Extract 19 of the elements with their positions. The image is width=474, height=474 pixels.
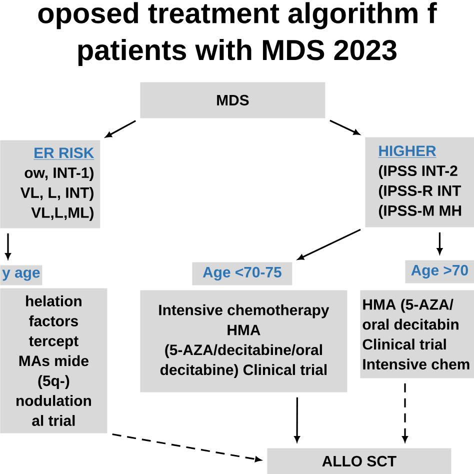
transplant-box: ALLO SCT xyxy=(267,448,452,474)
arrow xyxy=(294,397,300,442)
arrow xyxy=(106,120,136,138)
age-label: Age >70 xyxy=(405,260,474,284)
treatment-box: Intensive chemotherapy HMA (5-AZA/decitabine/oral decitabine) Clinical trial xyxy=(140,290,348,392)
risk-box: HIGHER (IPSS INT-2 (IPSS-R INT (IPSS-M MH xyxy=(365,137,474,228)
arrow xyxy=(402,383,408,442)
arrow xyxy=(436,232,442,254)
age-label: Age <70-75 xyxy=(192,262,292,286)
treatment-box: HMA (5-AZA/ oral decitabin Clinical trial Intensive chem xyxy=(360,290,474,378)
age-label: y age xyxy=(0,265,42,286)
arrow xyxy=(112,433,262,462)
arrow xyxy=(330,120,360,135)
title: oposed treatment algorithm f patients with MDS 2023 xyxy=(38,2,437,66)
treatment-box: helation factors tercept MAs mide (5q-) nodulation al trial xyxy=(0,288,108,434)
arrow xyxy=(298,228,361,260)
arrow xyxy=(5,233,11,259)
risk-box: ER RISK ow, INT-1) VL, L, INT) VL,L,ML) xyxy=(0,140,100,228)
diagnosis-box: MDS xyxy=(140,82,326,118)
